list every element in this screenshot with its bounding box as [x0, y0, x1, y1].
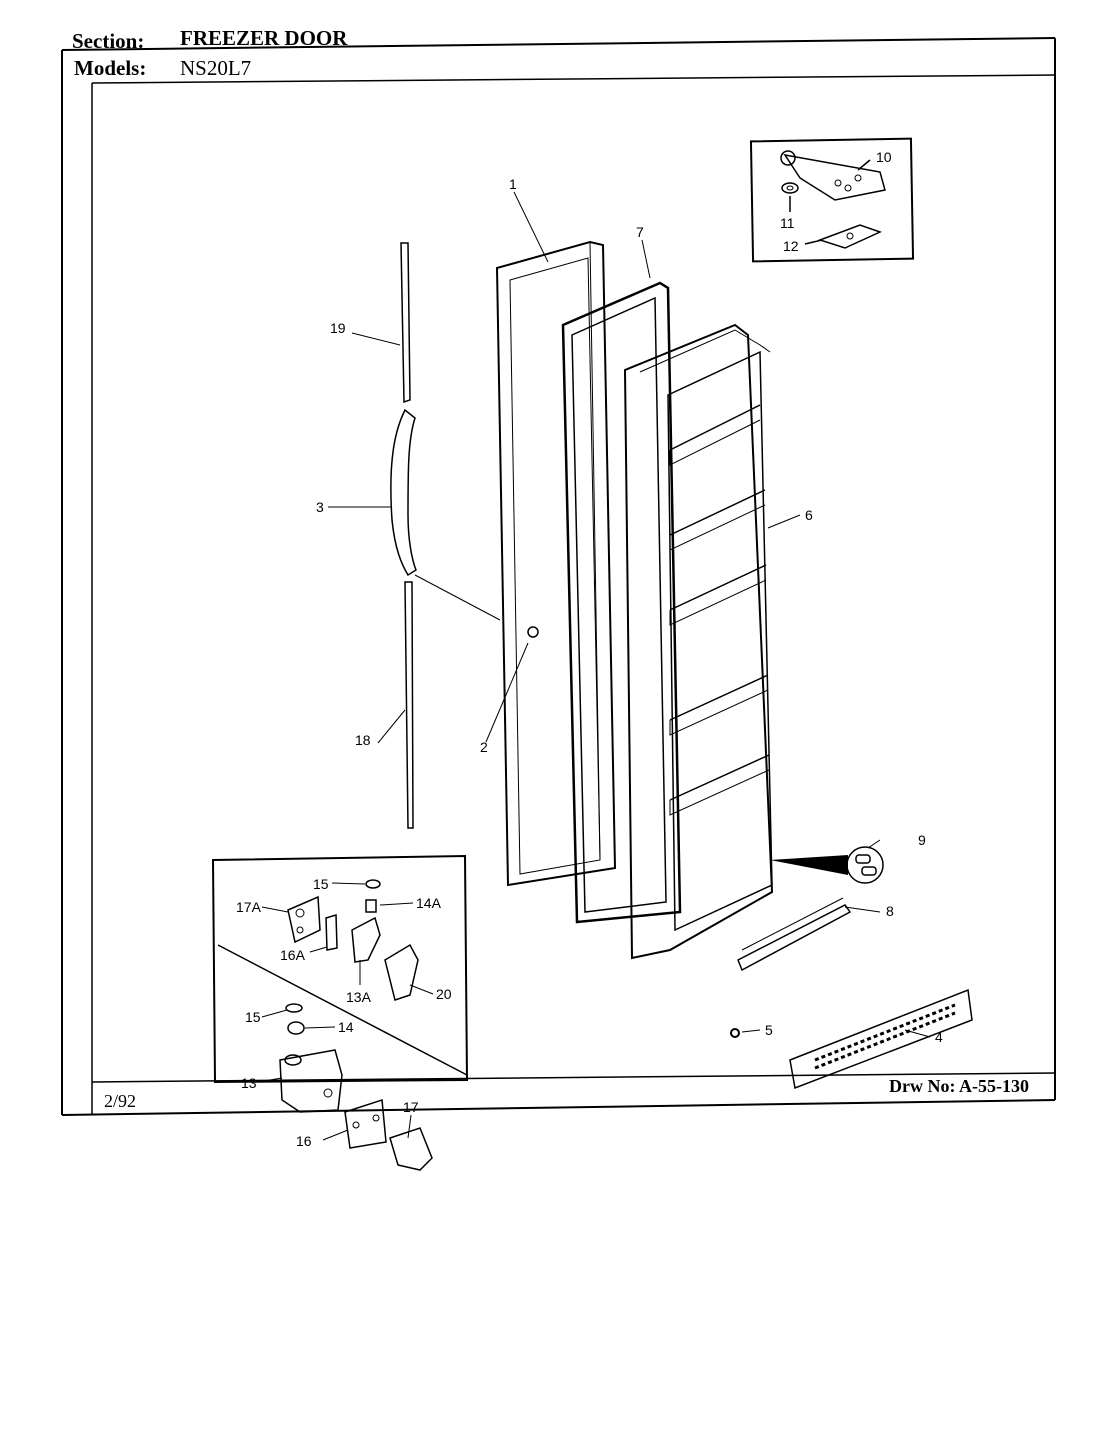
callout-2: 2: [480, 739, 488, 755]
top-hinge-inset: [749, 137, 915, 263]
callout-9: 9: [918, 832, 926, 848]
bottom-trim-strip: [737, 897, 852, 972]
callout-15-lower: 15: [245, 1009, 261, 1025]
callout-14: 14: [338, 1019, 354, 1035]
callout-16a: 16A: [280, 947, 306, 963]
washer-15-lower-part: [285, 1003, 303, 1013]
callout-12: 12: [783, 238, 799, 254]
door-gasket: [561, 281, 682, 924]
callout-15-upper: 15: [313, 876, 329, 892]
door-outer-panel: [495, 240, 617, 887]
hinge-washer-part: [781, 182, 799, 194]
callout-1: 1: [509, 176, 517, 192]
callout-10: 10: [876, 149, 892, 165]
callout-17a: 17A: [236, 899, 262, 915]
hinge-13-part: [279, 1049, 343, 1113]
bottom-hinge-inset: [211, 854, 469, 1171]
door-stop-part: [770, 846, 884, 884]
drawing-number: Drw No: A-55-130: [889, 1076, 1029, 1096]
callout-13: 13: [241, 1075, 257, 1091]
footer-date: 2/92: [104, 1091, 137, 1111]
upper-handle-trim: [400, 242, 411, 404]
callout-5: 5: [765, 1022, 773, 1038]
callout-3: 3: [316, 499, 324, 515]
callout-7: 7: [636, 224, 644, 240]
toe-grille: [789, 988, 973, 1090]
callout-14a: 14A: [416, 895, 442, 911]
callout-20: 20: [436, 986, 452, 1002]
callout-16: 16: [296, 1133, 312, 1149]
door-handle: [390, 408, 417, 577]
bracket-17-part: [389, 1127, 433, 1171]
hinge-shim-part: [817, 224, 883, 249]
lower-handle-trim: [404, 581, 414, 829]
models-value: NS20L7: [180, 56, 252, 80]
callout-19: 19: [330, 320, 346, 336]
bracket-17a-part: [287, 895, 321, 944]
screw-part: [730, 1028, 740, 1038]
hinge-plate-part: [783, 153, 886, 201]
leader-lines: [257, 191, 931, 1141]
callout-8: 8: [886, 903, 894, 919]
callout-4: 4: [935, 1029, 943, 1045]
callout-13a: 13A: [346, 989, 372, 1005]
shim-16a-part: [325, 914, 338, 951]
callout-6: 6: [805, 507, 813, 523]
shim-16-part: [344, 1098, 387, 1149]
models-label: Models:: [74, 56, 147, 80]
callout-11: 11: [780, 215, 795, 231]
callout-17: 17: [403, 1099, 419, 1115]
bushing-14a-part: [365, 899, 377, 913]
hinge-13a-part: [351, 916, 381, 963]
section-value: FREEZER DOOR: [180, 26, 348, 50]
section-label: Section:: [72, 29, 145, 53]
cover-20-part: [384, 943, 419, 1001]
page-frame: [61, 37, 1056, 1116]
bushing-14-part: [287, 1021, 305, 1035]
washer-15-upper-part: [365, 879, 381, 889]
callout-18: 18: [355, 732, 371, 748]
door-liner: [623, 323, 774, 960]
